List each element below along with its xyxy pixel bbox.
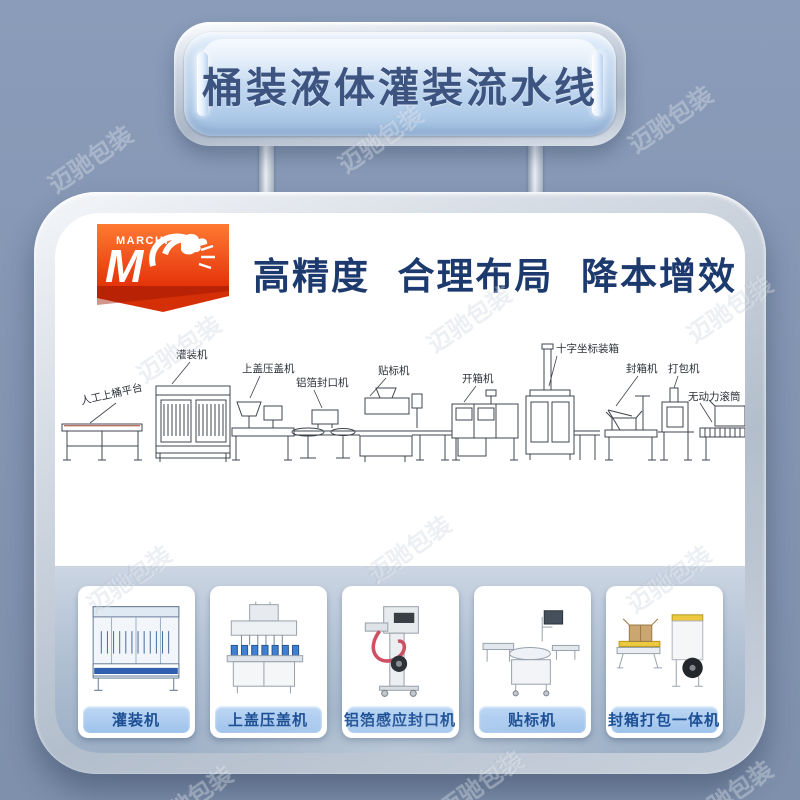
main-card: MARCHI M 高精度 合理布局 降本增效 人工上桶平台 [55,213,745,753]
headline-part-3: 降本增效 [581,256,737,297]
product-label-capper[interactable]: 上盖压盖机 [214,706,322,733]
machine-labeler: 贴标机 [359,364,423,462]
machine-carton-opener: 开箱机 [451,372,519,461]
filler-machine-icon [92,605,180,691]
watermark-text: 迈驰包装 [622,81,717,159]
headline: 高精度 合理布局 降本增效 [253,246,737,300]
machine-filler: 灌装机 [155,348,231,462]
diagram-sheet: MARCHI M 高精度 合理布局 降本增效 人工上桶平台 [55,213,745,566]
headline-part-2: 合理布局 [397,256,554,297]
svg-text:贴标机: 贴标机 [378,364,410,377]
brand-logo: MARCHI M [97,224,229,312]
product-card-filler[interactable]: 灌装机 [77,586,195,738]
machine-rotary-tables [291,427,356,459]
machine-carton-sealer: 封箱机 [604,362,658,461]
svg-text:十字坐标装箱: 十字坐标装箱 [556,342,619,355]
title-badge: 桶装液体灌装流水线 [174,22,626,146]
product-label-foil-sealer[interactable]: 铝箔感应封口机 [344,706,455,733]
product-card-foil-sealer[interactable]: 铝箔感应封口机 [341,586,459,738]
headline-part-1: 高精度 [253,256,370,297]
product-image-filler [83,591,190,706]
product-card-labeler[interactable]: 贴标机 [473,586,591,738]
machine-strapper: 打包机 [658,362,700,461]
product-cards: 灌装机 [55,586,745,738]
main-frame: MARCHI M 高精度 合理布局 降本增效 人工上桶平台 [34,192,766,774]
conveyor-middle [412,430,452,461]
logo-monogram: M [105,240,145,292]
production-line-diagram: 人工上桶平台 灌装机 [61,342,745,462]
product-panel: 灌装机 [55,566,745,753]
badge-highlight-left [197,52,208,116]
badge-post-left [259,140,274,198]
machine-capper: 上盖压盖机 [231,362,295,461]
product-card-sealer-strapper[interactable]: 封箱打包一体机 [605,586,723,738]
logo-flame-strokes [198,244,215,270]
product-image-capper [215,591,322,706]
svg-text:封箱机: 封箱机 [626,362,658,375]
svg-text:无动力滚筒: 无动力滚筒 [688,390,741,403]
badge-post-right [528,140,543,198]
product-image-labeler [479,591,586,706]
product-label-sealer-strapper[interactable]: 封箱打包一体机 [608,706,719,733]
logo-ribbon-shade [97,286,229,305]
sealer-strapper-machine-icon [616,613,704,687]
product-image-foil-sealer [347,591,454,706]
svg-text:打包机: 打包机 [668,362,700,375]
svg-text:开箱机: 开箱机 [462,372,494,385]
capper-machine-icon [226,601,304,693]
svg-text:铝箔封口机: 铝箔封口机 [296,376,349,389]
machine-foil-sealer: 铝箔封口机 [294,376,360,436]
svg-text:上盖压盖机: 上盖压盖机 [242,362,295,375]
product-card-capper[interactable]: 上盖压盖机 [209,586,327,738]
product-label-filler[interactable]: 灌装机 [82,706,190,733]
product-image-sealer-strapper [611,591,718,706]
machine-loading-platform: 人工上桶平台 [61,381,144,461]
foil-sealer-machine-icon [364,605,419,697]
machine-cross-packer: 十字坐标装箱 [525,342,619,460]
product-label-labeler[interactable]: 贴标机 [478,706,586,733]
watermark-text: 迈驰包装 [42,121,137,199]
labeler-machine-icon [482,609,580,696]
svg-text:人工上桶平台: 人工上桶平台 [79,381,143,408]
logo-ribbon-fold [97,286,229,312]
machine-gravity-roller: 无动力滚筒 [688,390,745,461]
logo-horse-icon [181,233,208,255]
badge-highlight-right [592,52,603,116]
title-badge-glass: 桶装液体灌装流水线 [184,32,616,136]
svg-text:灌装机: 灌装机 [176,348,208,361]
page-title: 桶装液体灌装流水线 [202,65,598,111]
